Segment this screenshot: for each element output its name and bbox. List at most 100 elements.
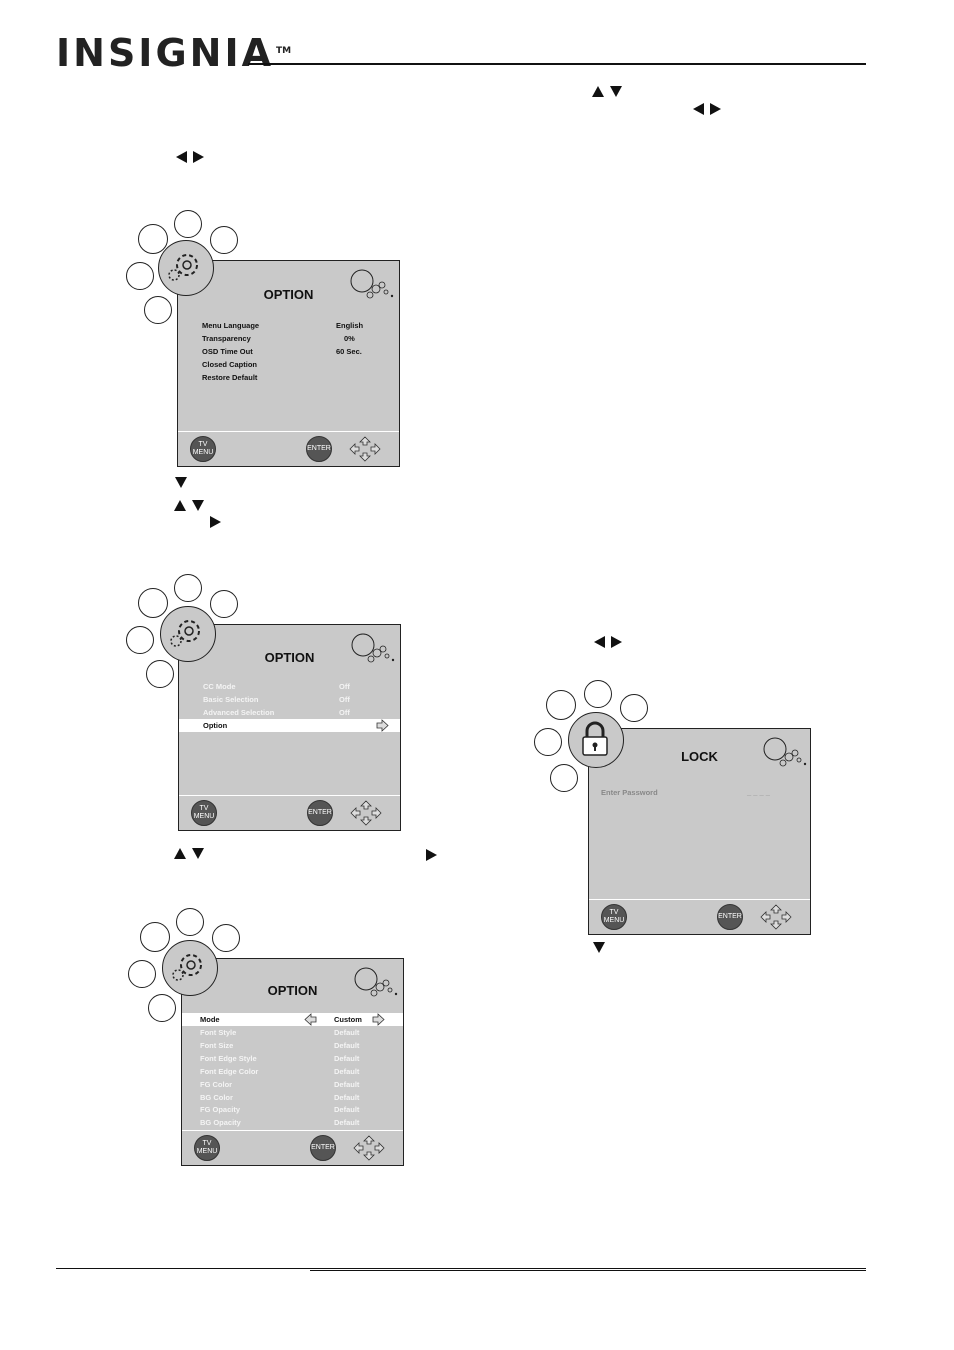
gear-icon[interactable] bbox=[158, 240, 214, 296]
row-label: Font Style bbox=[200, 1028, 237, 1037]
row-label: Enter Password bbox=[601, 788, 658, 797]
row-value: Default bbox=[334, 1041, 360, 1050]
row-value: Default bbox=[334, 1118, 360, 1127]
row-label: FG Opacity bbox=[200, 1105, 241, 1114]
menu-row[interactable]: Restore Default bbox=[178, 371, 399, 384]
enter-button[interactable]: ENTER bbox=[306, 436, 332, 462]
gear-icon[interactable] bbox=[160, 606, 216, 662]
trademark: TM bbox=[276, 46, 292, 56]
clock-menu-icon[interactable] bbox=[212, 924, 240, 952]
header-rule bbox=[248, 63, 866, 65]
audio-menu-icon[interactable] bbox=[174, 210, 202, 238]
clock-menu-icon[interactable] bbox=[584, 680, 612, 708]
menu-row[interactable]: BG Opacity Default bbox=[182, 1116, 403, 1129]
lock-menu-icon[interactable] bbox=[144, 296, 172, 324]
up-down-arrows bbox=[174, 500, 204, 511]
row-label: FG Color bbox=[200, 1080, 233, 1089]
down-arrow-row bbox=[175, 477, 187, 488]
gear-icon[interactable] bbox=[162, 940, 218, 996]
picture-menu-icon[interactable] bbox=[138, 224, 168, 254]
picture-menu-icon[interactable] bbox=[138, 588, 168, 618]
setup-menu-icon[interactable] bbox=[126, 262, 154, 290]
menu-row[interactable]: Menu Language English bbox=[178, 319, 399, 332]
lock-menu-icon[interactable] bbox=[146, 660, 174, 688]
enter-button[interactable]: ENTER bbox=[717, 904, 743, 930]
clock-menu-icon[interactable] bbox=[210, 226, 238, 254]
up-down-arrows-right bbox=[592, 86, 622, 97]
row-label: BG Opacity bbox=[200, 1118, 241, 1127]
left-arrow-icon bbox=[304, 1013, 317, 1026]
bubbles-icon bbox=[351, 633, 395, 663]
row-label: Font Edge Color bbox=[200, 1067, 259, 1076]
row-value: Default bbox=[334, 1028, 360, 1037]
row-label: Closed Caption bbox=[202, 360, 258, 369]
menu-row-selected[interactable]: Option bbox=[179, 719, 400, 732]
password-field[interactable]: _ _ _ _ bbox=[747, 788, 770, 797]
picture-menu-icon[interactable] bbox=[140, 922, 170, 952]
enter-button[interactable]: ENTER bbox=[307, 800, 333, 826]
left-right-arrows-right bbox=[693, 103, 721, 115]
menu-row[interactable]: Font Style Default bbox=[182, 1026, 403, 1039]
row-value: Default bbox=[334, 1093, 360, 1102]
lock-icon[interactable] bbox=[568, 712, 624, 768]
audio-menu-icon[interactable] bbox=[176, 908, 204, 936]
audio-menu-icon[interactable] bbox=[546, 690, 576, 720]
navigation-arrows-icon bbox=[350, 800, 382, 826]
row-label: Menu Language bbox=[202, 321, 260, 330]
down-arrow-icon bbox=[192, 500, 204, 511]
up-arrow-icon bbox=[174, 500, 186, 511]
right-arrow-row bbox=[210, 516, 221, 528]
enter-button[interactable]: ENTER bbox=[310, 1135, 336, 1161]
lock-menu-icon[interactable] bbox=[148, 994, 176, 1022]
menu-row[interactable]: CC Mode Off bbox=[179, 680, 400, 693]
right-arrow-icon bbox=[193, 151, 204, 163]
password-row[interactable]: Enter Password _ _ _ _ bbox=[589, 786, 810, 799]
down-arrow-icon bbox=[175, 477, 187, 488]
row-label: CC Mode bbox=[203, 682, 236, 691]
row-label: Font Size bbox=[200, 1041, 234, 1050]
right-arrow-icon bbox=[710, 103, 721, 115]
up-arrow-icon bbox=[592, 86, 604, 97]
down-arrow-icon bbox=[192, 848, 204, 859]
menu-row[interactable]: FG Opacity Default bbox=[182, 1103, 403, 1116]
footer-rule bbox=[56, 1268, 866, 1269]
setup-menu-icon[interactable] bbox=[128, 960, 156, 988]
picture-menu-icon[interactable] bbox=[534, 728, 562, 756]
row-value: Off bbox=[339, 708, 350, 717]
right-arrow-icon bbox=[426, 849, 437, 861]
clock-menu-icon[interactable] bbox=[210, 590, 238, 618]
audio-menu-icon[interactable] bbox=[174, 574, 202, 602]
menu-row[interactable]: Closed Caption bbox=[178, 358, 399, 371]
right-arrow-icon bbox=[210, 516, 221, 528]
row-label: Transparency bbox=[202, 334, 251, 343]
left-arrow-icon bbox=[176, 151, 187, 163]
setup-menu-icon[interactable] bbox=[550, 764, 578, 792]
row-value: Default bbox=[334, 1105, 360, 1114]
row-value: Off bbox=[339, 682, 350, 691]
menu-row[interactable]: Font Size Default bbox=[182, 1039, 403, 1052]
screen-title: OPTION bbox=[264, 650, 315, 665]
setup-menu-icon[interactable] bbox=[126, 626, 154, 654]
row-label: Option bbox=[203, 721, 228, 730]
gear-menu-icon[interactable] bbox=[620, 694, 648, 722]
row-value: Off bbox=[339, 695, 350, 704]
menu-row-selected[interactable]: Mode Custom bbox=[182, 1013, 403, 1026]
row-value: English bbox=[336, 321, 364, 330]
row-label: Restore Default bbox=[202, 373, 258, 382]
